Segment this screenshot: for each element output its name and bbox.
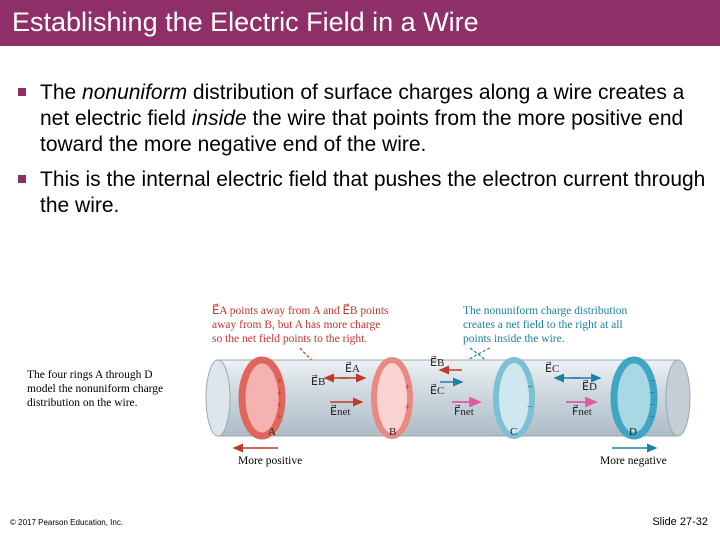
ring-labels: A B C D (268, 426, 637, 438)
ring-label-b: B (389, 426, 396, 438)
more-positive-label: More positive (238, 455, 302, 467)
caption-line: The nonuniform charge distribution (463, 305, 628, 317)
bullet-text-mid: distribution of surface charges along a … (40, 81, 685, 130)
caption-line: E⃗A points away from A and E⃗B points (212, 302, 389, 317)
svg-text:+: + (277, 412, 282, 422)
copyright: © 2017 Pearson Education, Inc. (10, 518, 124, 527)
caption-line: distribution on the wire. (27, 397, 138, 409)
label-fnet: F⃗net (454, 404, 474, 418)
bullet-item: The nonuniform distribution of surface c… (18, 80, 708, 158)
bullet-text-emphasis: nonuniform (82, 81, 188, 104)
svg-text:−: − (527, 382, 533, 393)
svg-text:−: − (649, 388, 655, 399)
svg-text:+: + (277, 388, 282, 398)
caption-line: so the net field points to the right. (212, 333, 367, 345)
ring-d: − − − − (610, 356, 658, 440)
bullet-text-pre: The (40, 81, 83, 104)
ring-a: + + + + (238, 356, 286, 440)
bullet-text: This is the internal electric field that… (40, 168, 706, 217)
svg-text:+: + (405, 382, 410, 392)
field-labels: E⃗B E⃗A E⃗net E⃗B E⃗C F⃗net E⃗C E⃗D F⃗ne… (311, 355, 597, 418)
bullet-marker (18, 175, 26, 183)
caption-line: points inside the wire. (463, 333, 565, 345)
ring-label-a: A (268, 426, 276, 438)
caption-line: creates a net field to the right at all (463, 319, 623, 331)
bullet-marker (18, 88, 26, 96)
title-bar: Establishing the Electric Field in a Wir… (0, 0, 720, 46)
label-ec: E⃗C (430, 383, 444, 397)
bullet-text-emphasis-2: inside (191, 107, 247, 130)
wire-field-diagram: E⃗A points away from A and E⃗B points aw… (27, 302, 691, 467)
ring-c: − − (493, 357, 535, 439)
bullet-list: The nonuniform distribution of surface c… (18, 80, 708, 228)
top-right-caption: The nonuniform charge distribution creat… (463, 305, 628, 345)
svg-text:+: + (405, 402, 410, 412)
wire-right-end (665, 359, 691, 437)
caption-line: The four rings A through D (27, 369, 153, 381)
field-vectors (323, 365, 602, 408)
svg-text:−: − (527, 402, 533, 413)
caption-line: model the nonuniform charge (27, 383, 163, 395)
wire-body (218, 360, 678, 436)
svg-text:+: + (277, 376, 282, 386)
top-left-caption: E⃗A points away from A and E⃗B points aw… (212, 302, 389, 345)
ring-label-d: D (629, 426, 637, 438)
bullet-text-post: the wire that points from the more posit… (40, 107, 684, 156)
label-ed: E⃗D (582, 379, 597, 393)
svg-text:+: + (277, 400, 282, 410)
svg-text:−: − (649, 412, 655, 423)
bullet-item: This is the internal electric field that… (18, 167, 708, 219)
ring-label-c: C (510, 426, 517, 438)
label-ea: E⃗A (345, 361, 360, 375)
wire-left-end (205, 359, 231, 437)
label-eb-2: E⃗B (430, 355, 444, 369)
slide-title: Establishing the Electric Field in a Wir… (12, 7, 479, 37)
left-caption: The four rings A through D model the non… (27, 369, 163, 409)
slide-number: Slide 27-32 (652, 516, 708, 528)
svg-text:−: − (649, 376, 655, 387)
label-enet: E⃗net (330, 404, 350, 418)
svg-text:−: − (649, 400, 655, 411)
more-negative-label: More negative (600, 455, 667, 467)
label-fnet-2: F⃗net (572, 404, 592, 418)
label-eb: E⃗B (311, 374, 325, 388)
caption-line: away from B, but A has more charge (212, 319, 380, 331)
ring-b: + + (371, 357, 413, 439)
label-ec-2: E⃗C (545, 361, 559, 375)
